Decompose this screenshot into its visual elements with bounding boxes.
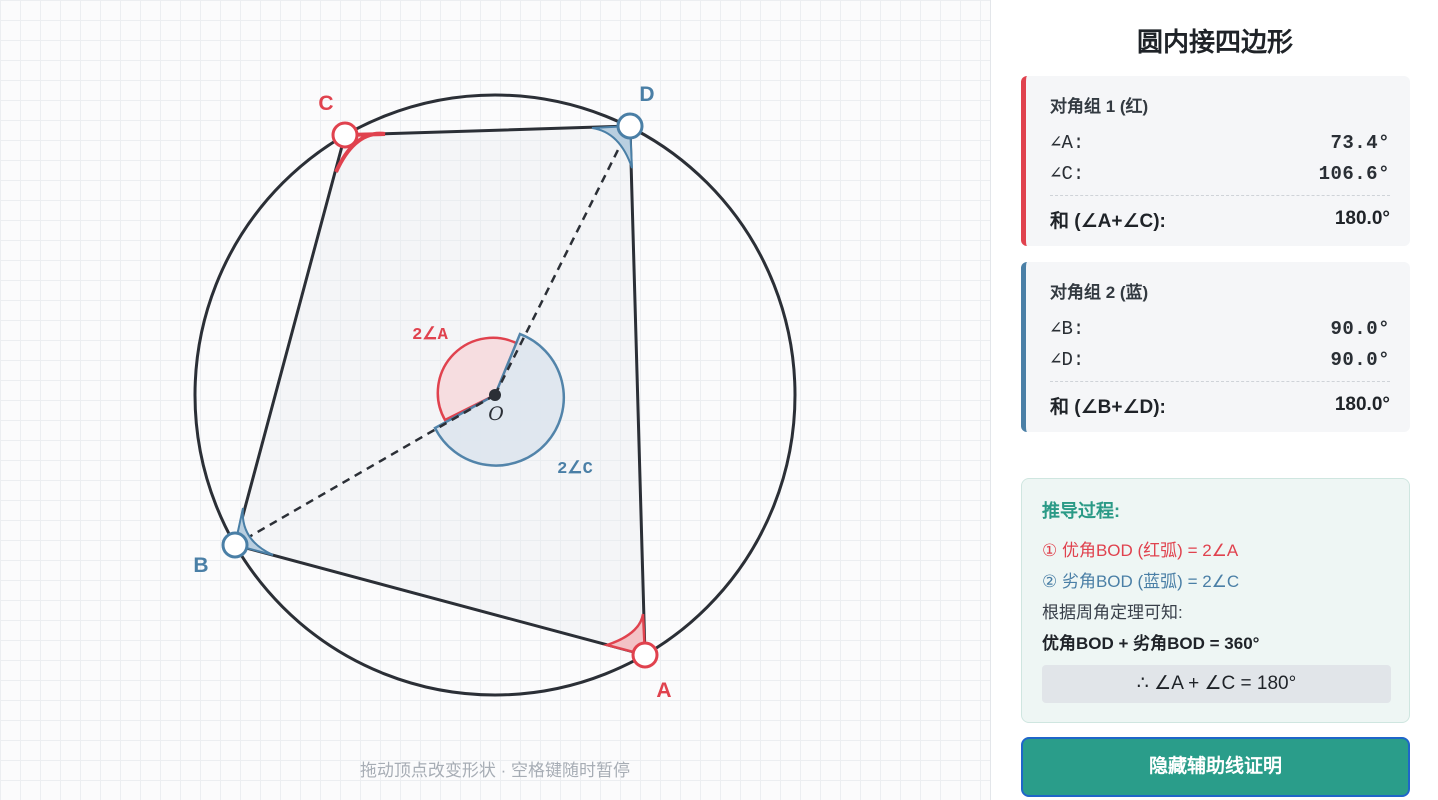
angle-b-label: ∠B: bbox=[1050, 318, 1085, 340]
proof-line-4: 优角BOD + 劣角BOD = 360° bbox=[1042, 634, 1260, 653]
angle-c-marker bbox=[334, 131, 386, 173]
info-panel: 圆内接四边形 对角组 1 (红) ∠A: 73.4° ∠C: 106.6° 和 … bbox=[990, 0, 1438, 800]
center-point bbox=[489, 389, 501, 401]
minor-angle-sector bbox=[433, 332, 566, 467]
angle-a-marker bbox=[602, 613, 647, 657]
vertex-d-handle[interactable] bbox=[616, 112, 644, 140]
opposite-angle-group-1: 对角组 1 (红) ∠A: 73.4° ∠C: 106.6° 和 (∠A+∠C)… bbox=[1021, 76, 1410, 246]
vertex-d-label: D bbox=[639, 83, 654, 106]
reflex-angle-label: 2∠A bbox=[412, 326, 448, 345]
vertex-b-label: B bbox=[193, 554, 208, 577]
angle-a-label: ∠A: bbox=[1050, 132, 1085, 154]
angle-b-value: 90.0° bbox=[1330, 317, 1390, 340]
angle-d-value: 90.0° bbox=[1330, 348, 1390, 371]
proof-conclusion: ∴ ∠A + ∠C = 180° bbox=[1042, 665, 1391, 703]
diagram-svg: O 2∠A 2∠C A B C D bbox=[193, 83, 797, 702]
circumcircle bbox=[193, 93, 797, 697]
group-2-sum: 和 (∠B+∠D): 180.0° bbox=[1050, 390, 1390, 420]
angle-c-row: ∠C: 106.6° bbox=[1050, 158, 1390, 189]
group-1-divider bbox=[1050, 195, 1390, 196]
center-label: O bbox=[488, 403, 504, 425]
angle-d-row: ∠D: 90.0° bbox=[1050, 344, 1390, 375]
panel-title: 圆内接四边形 bbox=[1136, 27, 1293, 57]
angle-c-value: 106.6° bbox=[1318, 162, 1390, 185]
group-2-sum-value: 180.0° bbox=[1334, 394, 1390, 415]
vertex-a-handle[interactable] bbox=[631, 641, 659, 669]
toggle-proof-button[interactable]: 隐藏辅助线证明 bbox=[1021, 737, 1410, 797]
group-2-title: 对角组 2 (蓝) bbox=[1050, 283, 1149, 302]
group-1-title: 对角组 1 (红) bbox=[1050, 97, 1149, 116]
vertex-c-label: C bbox=[318, 92, 333, 115]
reflex-angle-sector bbox=[436, 336, 522, 422]
vertex-b-handle[interactable] bbox=[221, 531, 249, 559]
angle-a-value: 73.4° bbox=[1330, 131, 1390, 154]
vertex-a-label: A bbox=[656, 679, 671, 702]
group-2-divider bbox=[1050, 381, 1390, 382]
angle-d-label: ∠D: bbox=[1050, 349, 1085, 371]
minor-angle-label: 2∠C bbox=[557, 460, 593, 479]
interaction-hint: 拖动顶点改变形状 · 空格键随时暂停 bbox=[359, 761, 631, 780]
proof-line-1: ① 优角BOD (红弧) = 2∠A bbox=[1042, 541, 1239, 560]
proof-line-3: 根据周角定理可知: bbox=[1042, 603, 1183, 622]
group-2-sum-label: 和 (∠B+∠D): bbox=[1050, 396, 1166, 418]
proof-box: 推导过程: ① 优角BOD (红弧) = 2∠A ② 劣角BOD (蓝弧) = … bbox=[1021, 478, 1410, 723]
group-1-sum-label: 和 (∠A+∠C): bbox=[1050, 210, 1166, 232]
group-1-sum: 和 (∠A+∠C): 180.0° bbox=[1050, 204, 1390, 234]
angle-c-label: ∠C: bbox=[1050, 163, 1085, 185]
angle-b-row: ∠B: 90.0° bbox=[1050, 313, 1390, 344]
proof-title: 推导过程: bbox=[1042, 501, 1120, 521]
geometry-canvas[interactable]: O 2∠A 2∠C A B C D 拖动顶点改变形状 · 空格键随时暂停 bbox=[0, 0, 990, 800]
vertex-c-handle[interactable] bbox=[331, 121, 359, 149]
proof-line-2: ② 劣角BOD (蓝弧) = 2∠C bbox=[1042, 572, 1240, 591]
angle-a-row: ∠A: 73.4° bbox=[1050, 127, 1390, 158]
opposite-angle-group-2: 对角组 2 (蓝) ∠B: 90.0° ∠D: 90.0° 和 (∠B+∠D):… bbox=[1021, 262, 1410, 432]
group-1-sum-value: 180.0° bbox=[1334, 208, 1390, 229]
